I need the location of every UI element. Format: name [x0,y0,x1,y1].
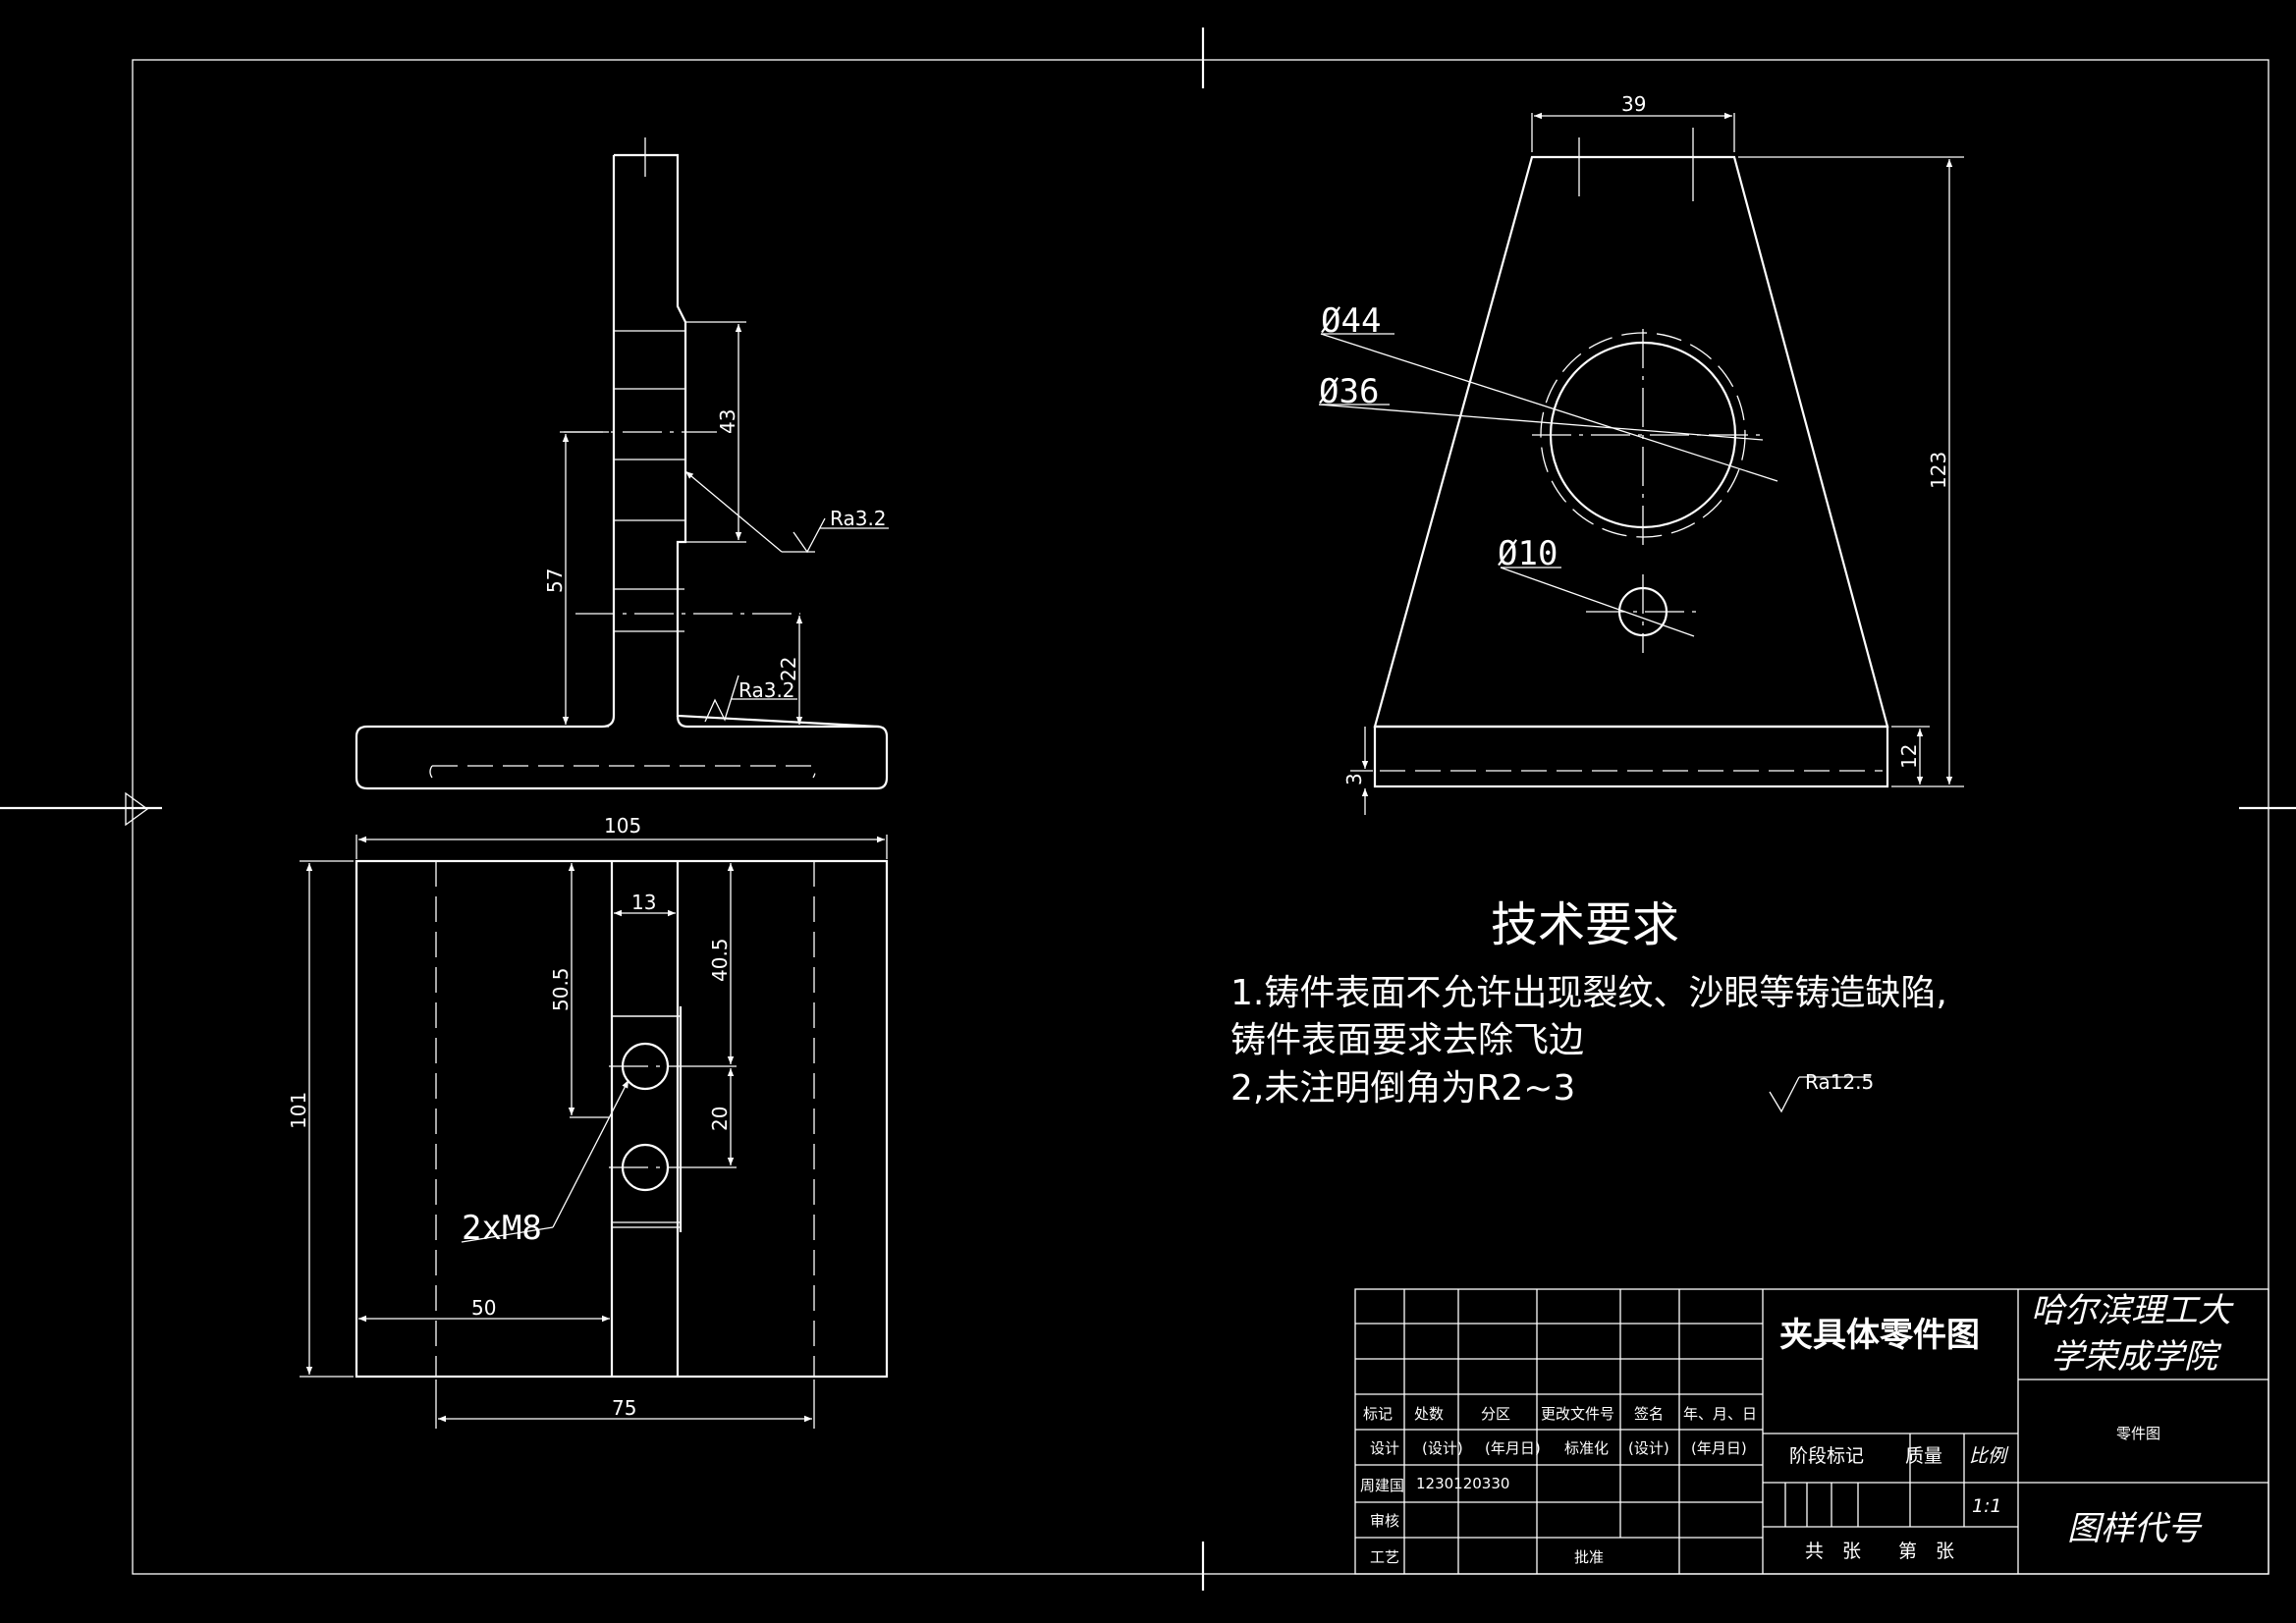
roughness-symbol-icon [704,675,739,723]
tech-req-title: 技术要求 [1491,897,1679,952]
tb-sheets: 共 张 第 张 [1805,1541,1954,1562]
tb-docno: 更改文件号 [1541,1405,1614,1423]
dim-22: 22 [777,657,800,681]
front-view: 43 57 22 Ra3.2 Ra3.2 [355,137,889,790]
dim-50-5: 50.5 [549,967,573,1011]
tb-approve: 批准 [1574,1548,1604,1566]
orientation-triangle-icon [125,791,149,827]
tb-stage-mark: 阶段标记 [1789,1445,1864,1467]
tech-req-line-1: 1.铸件表面不允许出现裂纹、沙眼等铸造缺陷, [1230,973,1947,1013]
tb-count: 处数 [1414,1405,1444,1423]
tb-standardize: 标准化 [1564,1439,1609,1457]
technical-requirements: 技术要求 1.铸件表面不允许出现裂纹、沙眼等铸造缺陷, 铸件表面要求去除飞边 2… [1230,897,1947,1113]
roughness-top: Ra3.2 [830,507,887,530]
dim-105: 105 [604,814,641,838]
dim-101: 101 [287,1092,310,1129]
tech-req-line-3: 2,未注明倒角为R2~3 [1230,1068,1575,1109]
tb-date: 年、月、日 [1683,1405,1757,1423]
tb-review: 审核 [1370,1512,1399,1530]
tb-design: 设计 [1370,1439,1399,1457]
label-2xm8: 2xM8 [462,1209,542,1248]
dim-20: 20 [708,1107,732,1131]
drawing-code: 图样代号 [2067,1509,2203,1548]
label-dia36: Ø36 [1319,372,1379,411]
tb-scale-value: 1:1 [1972,1495,2002,1517]
roughness-general: Ra12.5 [1805,1070,1874,1094]
dim-123: 123 [1927,452,1950,489]
tb-design-date: (年月日) [1485,1439,1541,1457]
drawing-frame [0,27,2296,1591]
tb-std-date: (年月日) [1691,1439,1747,1457]
roughness-symbol-icon [1769,1076,1800,1113]
tb-mark: 标记 [1363,1405,1393,1423]
tech-req-line-2: 铸件表面要求去除飞边 [1230,1020,1584,1060]
school-line-2: 学荣成学院 [2050,1337,2222,1377]
side-view: 39 123 12 3 Ø44 Ø36 Ø10 [1318,92,1964,815]
tb-std-sig: (设计) [1628,1439,1669,1457]
dim-75: 75 [612,1396,636,1420]
tb-sign: 签名 [1634,1405,1664,1423]
dim-39: 39 [1621,92,1646,116]
tb-scale-label: 比例 [1969,1445,2009,1467]
top-view: 105 13 50.5 40.5 20 101 50 75 2xM8 [287,814,889,1429]
title-block: 标记 处数 分区 更改文件号 签名 年、月、日 设计 (设计) (年月日) 标准… [1354,1288,2269,1575]
dim-57: 57 [543,568,567,593]
tb-process: 工艺 [1370,1548,1399,1566]
tb-zone: 分区 [1481,1405,1510,1423]
label-dia44: Ø44 [1321,301,1381,341]
tb-designer: 周建国 [1360,1477,1404,1494]
dim-50: 50 [471,1296,496,1320]
label-dia10: Ø10 [1498,534,1558,573]
drawing-title: 夹具体零件图 [1779,1316,1980,1355]
roughness-symbol-icon [793,517,826,554]
school-line-1: 哈尔滨理工大 [2031,1291,2234,1330]
tb-student-id: 1230120330 [1416,1475,1509,1492]
dim-3: 3 [1342,773,1366,785]
dim-13: 13 [631,891,656,914]
dim-40-5: 40.5 [708,938,732,982]
dim-43: 43 [716,409,739,434]
tb-design-sig: (设计) [1422,1439,1463,1457]
drawing-type: 零件图 [2116,1425,2160,1442]
roughness-bottom: Ra3.2 [738,678,795,702]
dim-12: 12 [1897,744,1921,769]
tb-mass: 质量 [1905,1445,1942,1467]
